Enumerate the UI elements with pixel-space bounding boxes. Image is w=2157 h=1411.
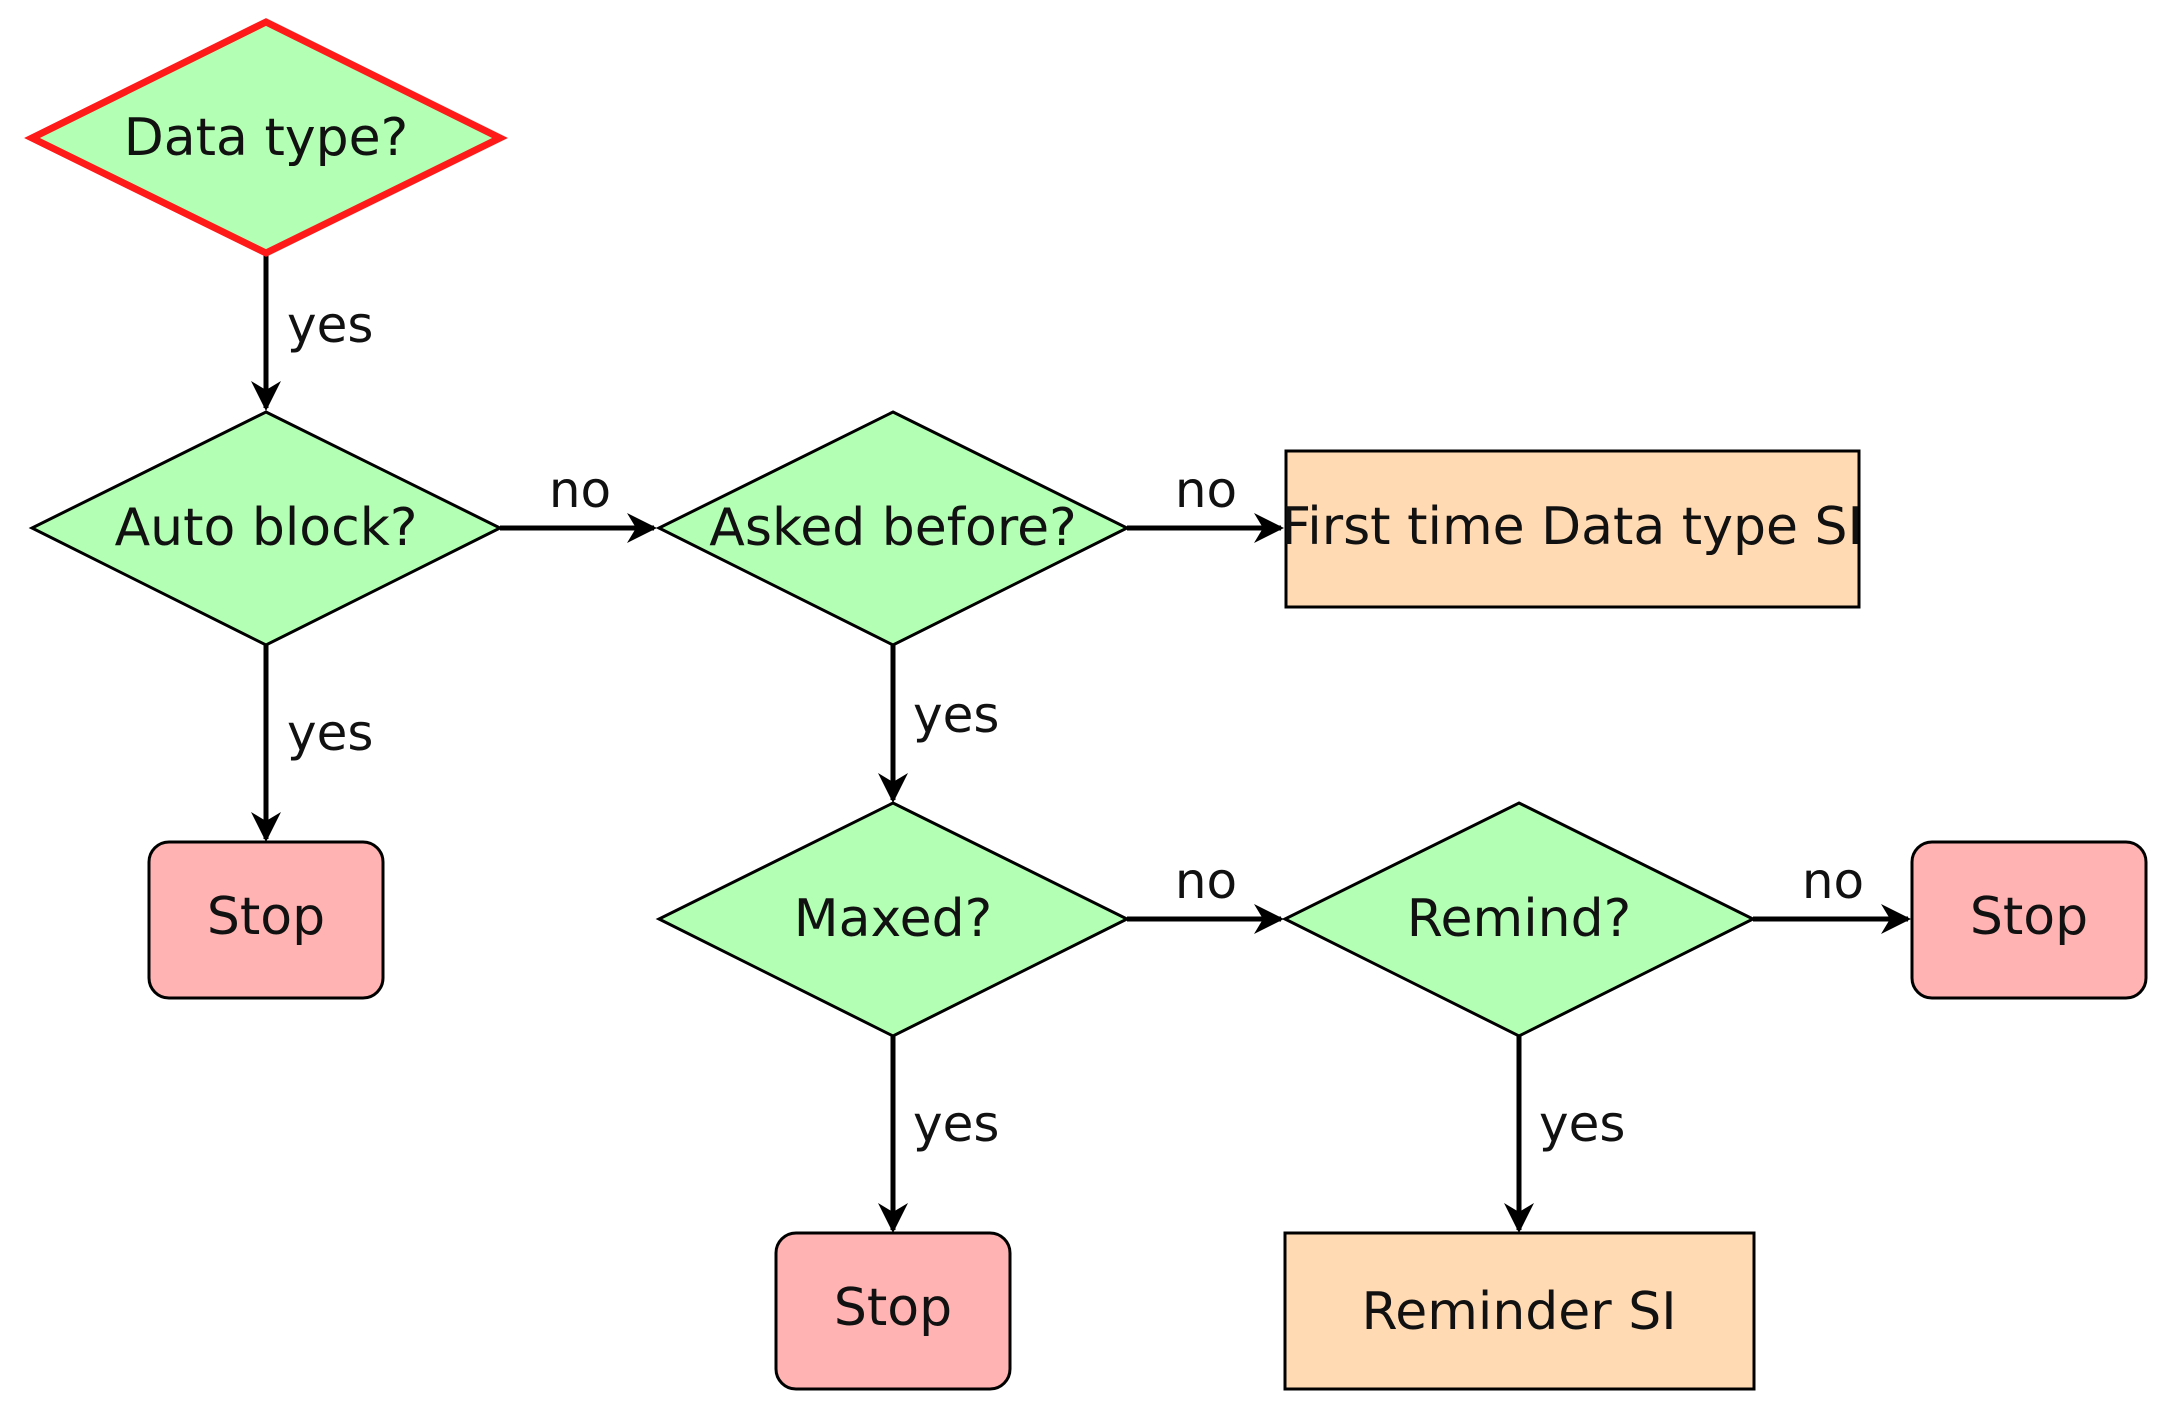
node-data-type: Data type? <box>24 18 508 257</box>
stop-box <box>1910 840 2148 1000</box>
node-label-data-type: Data type? <box>124 108 408 168</box>
decision-diamond <box>28 410 504 647</box>
edge-label-auto-block-to-stop: yes <box>287 704 373 762</box>
node-stop-auto: Stop <box>147 840 385 1000</box>
node-asked-before: Asked before? <box>655 410 1131 647</box>
decision-diamond <box>655 801 1131 1038</box>
stop-box <box>147 840 385 1000</box>
node-first-time-si: First time Data type SI <box>1281 449 1863 609</box>
node-stop-maxed: Stop <box>774 1231 1012 1391</box>
node-reminder-si: Reminder SI <box>1283 1231 1756 1391</box>
decision-diamond <box>1281 801 1757 1038</box>
node-maxed: Maxed? <box>655 801 1131 1038</box>
decision-diamond <box>24 18 508 257</box>
node-auto-block: Auto block? <box>28 410 504 647</box>
node-label-stop-remind: Stop <box>1970 887 2088 947</box>
edge-label-auto-block-to-asked-before: no <box>549 461 611 519</box>
node-stop-remind: Stop <box>1910 840 2148 1000</box>
node-remind: Remind? <box>1281 801 1757 1038</box>
node-label-reminder-si: Reminder SI <box>1361 1282 1676 1342</box>
decision-diamond <box>655 410 1131 647</box>
edges <box>251 253 1911 1233</box>
edge-labels: yes no no yes yes no no yes yes <box>287 296 1864 1153</box>
edge-label-data-type-to-auto-block: yes <box>287 296 373 354</box>
edge-label-maxed-to-remind: no <box>1175 852 1237 910</box>
node-label-asked-before: Asked before? <box>709 498 1076 558</box>
stop-box <box>774 1231 1012 1391</box>
edge-label-asked-before-to-maxed: yes <box>913 686 999 744</box>
action-box <box>1283 1231 1756 1391</box>
edge-label-remind-to-reminder-si: yes <box>1539 1095 1625 1153</box>
node-label-remind: Remind? <box>1407 889 1631 949</box>
edge-label-asked-before-to-first-time-si: no <box>1175 461 1237 519</box>
node-label-stop-maxed: Stop <box>834 1278 952 1338</box>
node-label-maxed: Maxed? <box>794 889 993 949</box>
edge-label-maxed-to-stop: yes <box>913 1095 999 1153</box>
node-label-stop-auto: Stop <box>207 887 325 947</box>
node-label-auto-block: Auto block? <box>115 498 418 558</box>
node-label-first-time-si: First time Data type SI <box>1281 497 1863 557</box>
action-box <box>1284 449 1861 609</box>
edge-label-remind-to-stop: no <box>1802 852 1864 910</box>
